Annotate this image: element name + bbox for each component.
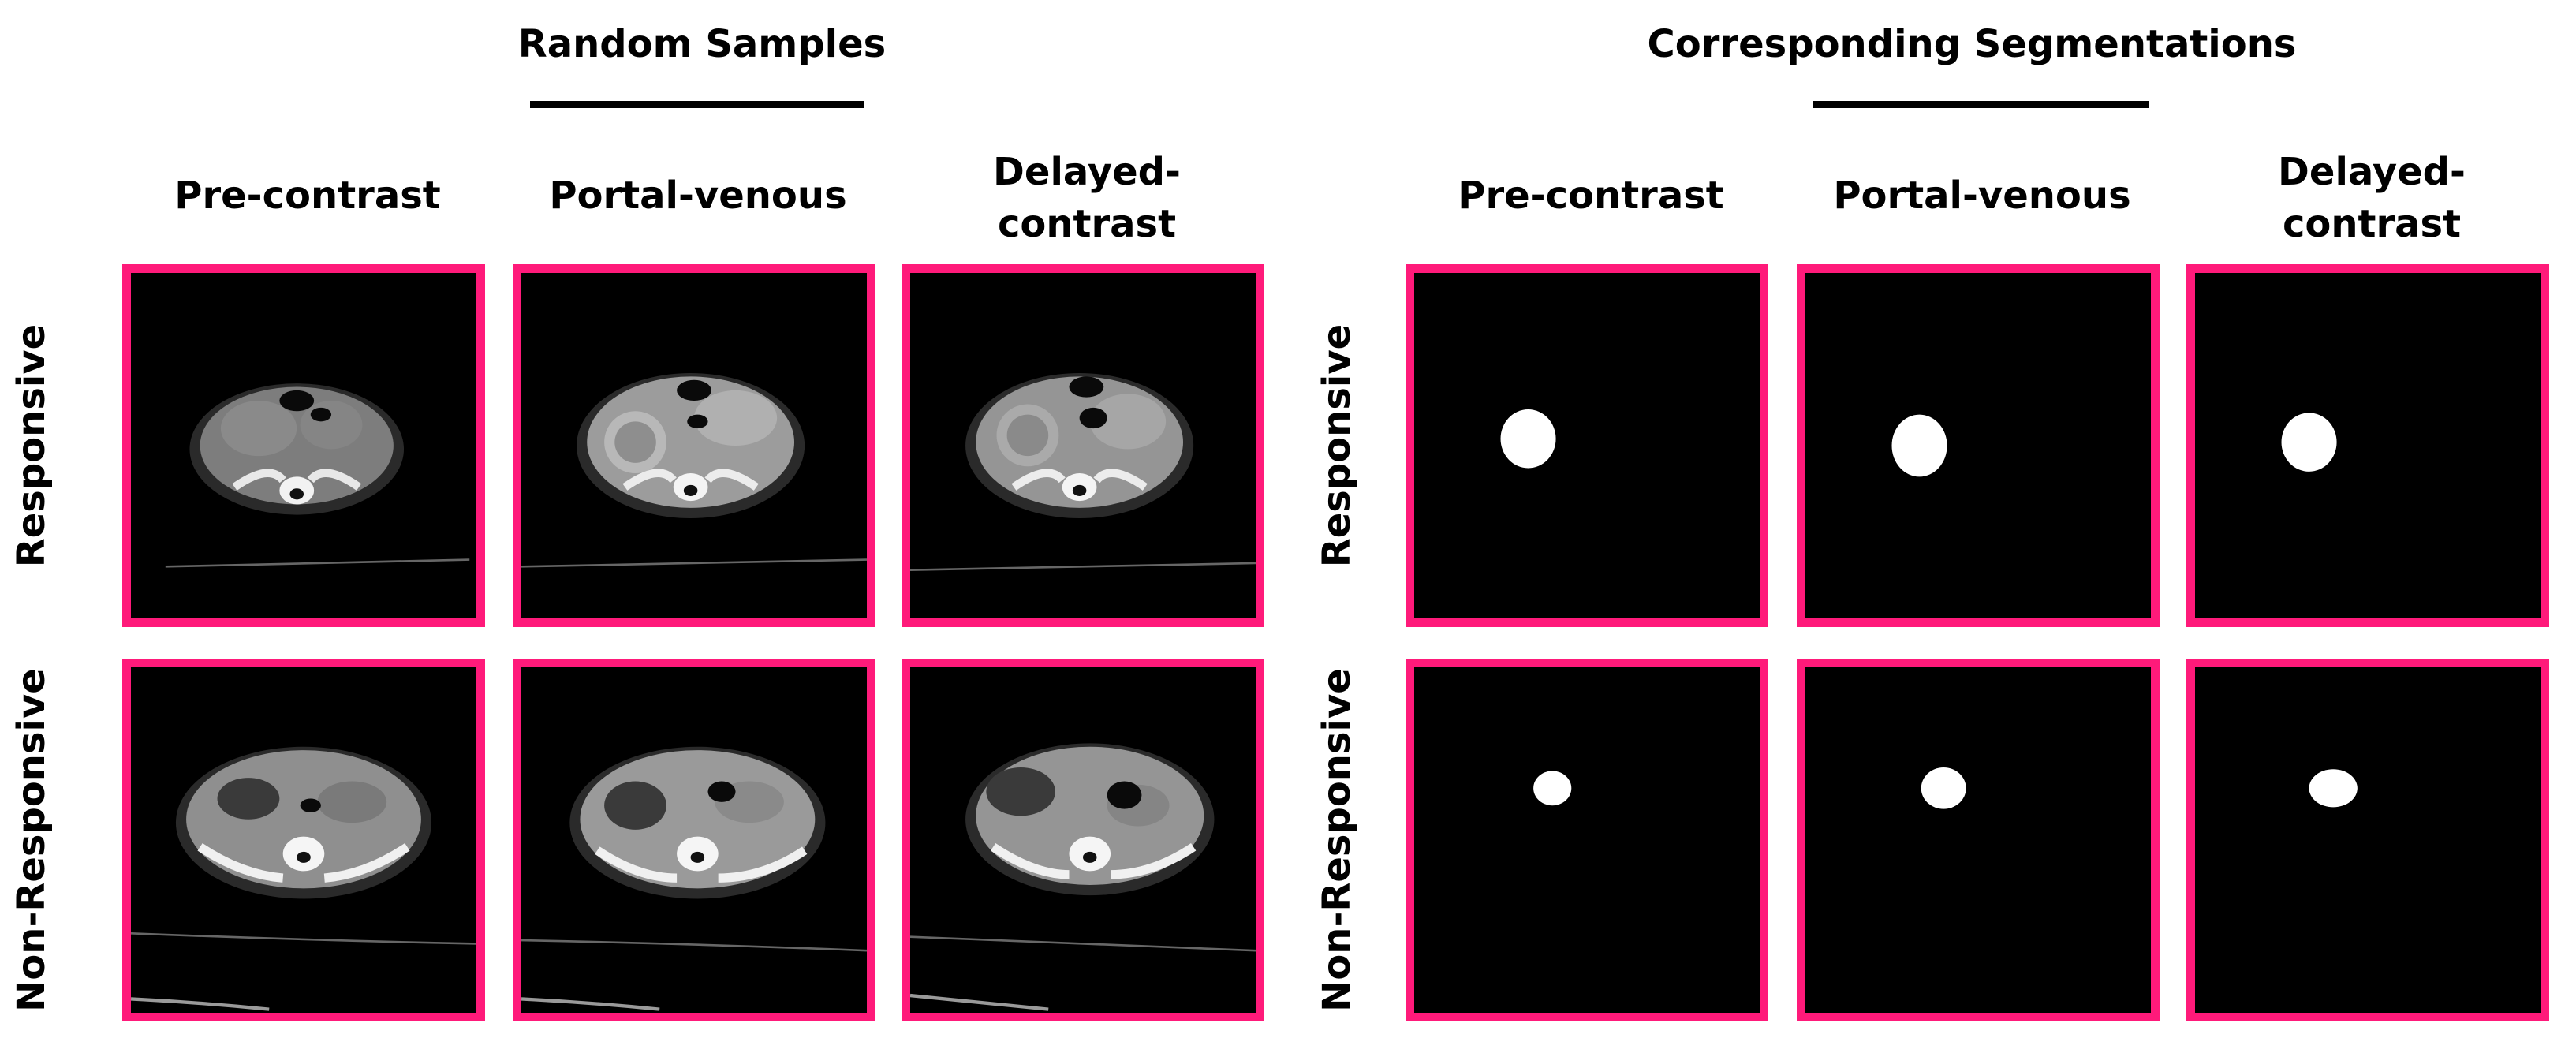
segmentation-mask-responsive-pre-contrast bbox=[1406, 264, 1768, 627]
row-label-non-responsive-left: Non-Responsive bbox=[8, 659, 55, 1021]
segmentation-mask-non-responsive-pre-contrast bbox=[1406, 659, 1768, 1021]
segmentation-mask-responsive-delayed-contrast bbox=[2186, 264, 2549, 627]
segmentations-title: Corresponding Segmentations bbox=[1647, 22, 2297, 66]
ct-image-non-responsive-portal-venous bbox=[513, 659, 875, 1021]
row-label-text: Responsive bbox=[1315, 323, 1359, 568]
row-label-text: Responsive bbox=[9, 323, 54, 568]
ct-image-non-responsive-delayed-contrast bbox=[902, 659, 1264, 1021]
row-label-text: Non-Responsive bbox=[1315, 668, 1360, 1012]
col-header-pre-contrast-right: Pre-contrast bbox=[1458, 174, 1724, 218]
col-header-delayed-contrast-right: Delayed- contrast bbox=[2278, 150, 2466, 246]
segmentation-mask-responsive-portal-venous bbox=[1797, 264, 2160, 627]
random-samples-underline bbox=[530, 101, 864, 108]
col-header-delayed-contrast-left: Delayed- contrast bbox=[993, 150, 1181, 246]
segmentation-mask-non-responsive-portal-venous bbox=[1797, 659, 2160, 1021]
segmentations-underline bbox=[1813, 101, 2149, 108]
ct-image-responsive-pre-contrast bbox=[122, 264, 485, 627]
row-label-responsive-left: Responsive bbox=[8, 264, 55, 627]
row-label-responsive-right: Responsive bbox=[1313, 264, 1361, 627]
row-label-text: Non-Responsive bbox=[9, 668, 54, 1012]
col-header-pre-contrast-left: Pre-contrast bbox=[174, 174, 441, 218]
ct-image-non-responsive-pre-contrast bbox=[122, 659, 485, 1021]
ct-image-responsive-portal-venous bbox=[513, 264, 875, 627]
ct-image-responsive-delayed-contrast bbox=[902, 264, 1264, 627]
segmentation-mask-non-responsive-delayed-contrast bbox=[2186, 659, 2549, 1021]
random-samples-title: Random Samples bbox=[517, 22, 887, 66]
row-label-non-responsive-right: Non-Responsive bbox=[1313, 659, 1361, 1021]
col-header-portal-venous-left: Portal-venous bbox=[549, 174, 847, 218]
col-header-portal-venous-right: Portal-venous bbox=[1833, 174, 2131, 218]
